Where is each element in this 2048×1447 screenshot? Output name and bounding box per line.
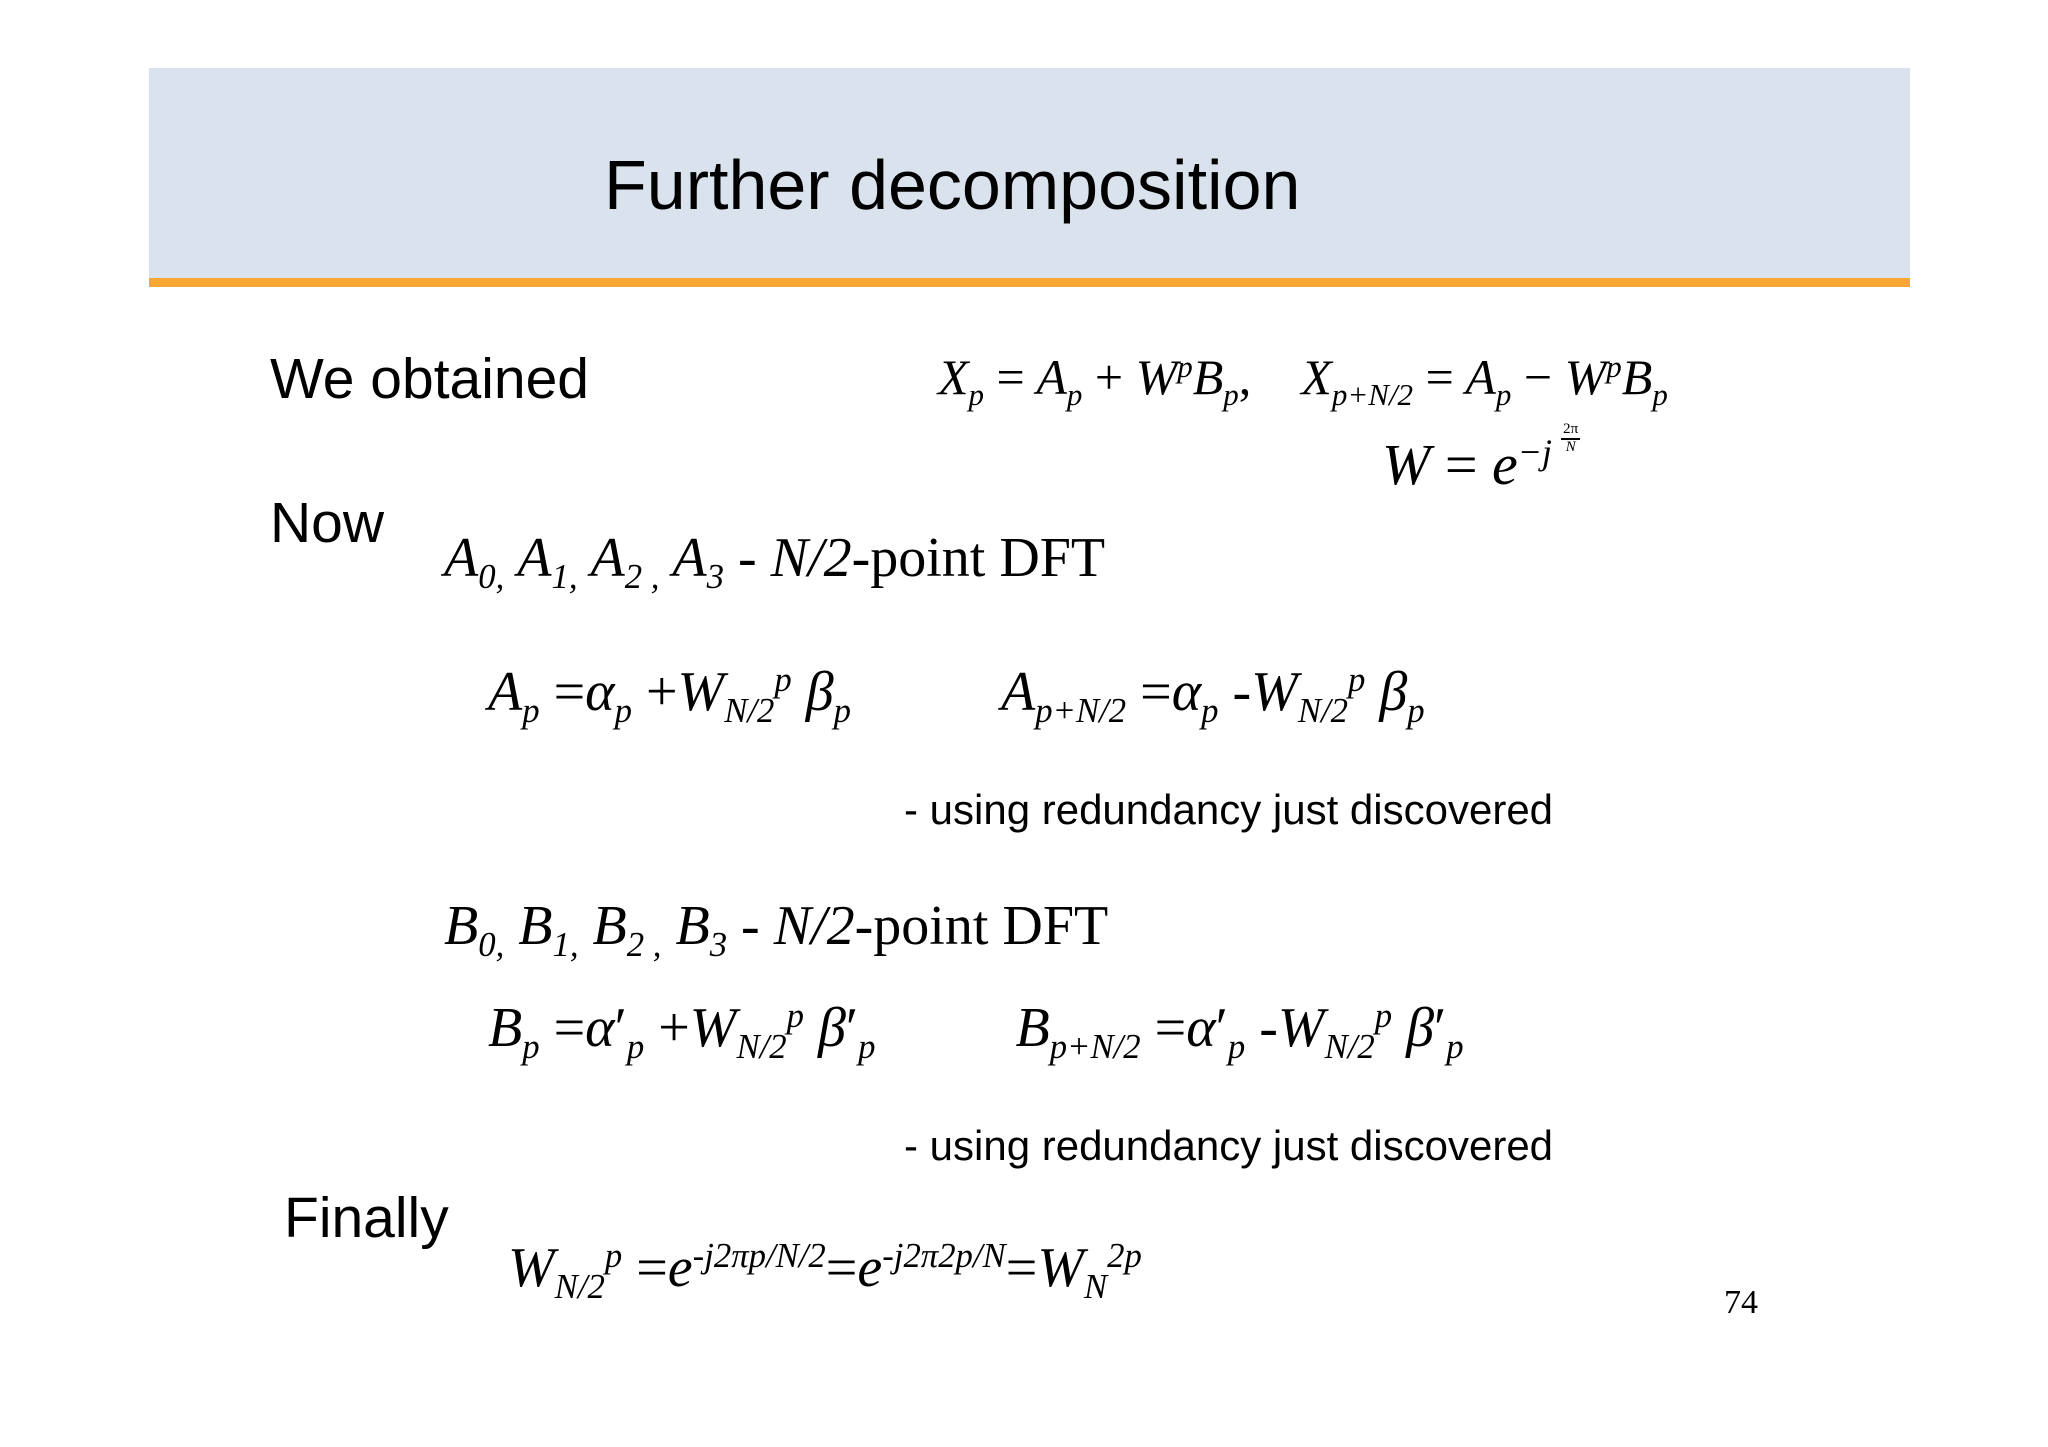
- title-band: [149, 68, 1910, 278]
- equation-x-relations: Xp = Ap + WpBp, Xp+N/2 = Ap − WpBp: [938, 348, 1668, 412]
- label-now: Now: [270, 491, 385, 555]
- note-redundancy-b: - using redundancy just discovered: [904, 1122, 1554, 1169]
- label-finally: Finally: [284, 1186, 449, 1250]
- page-number: 74: [1724, 1284, 1758, 1321]
- equation-final-identity: WN/2p =e-j2πp/N/2=e-j2π2p/N=WN2p: [508, 1235, 1142, 1307]
- title-underline: [149, 278, 1910, 287]
- note-redundancy-a: - using redundancy just discovered: [904, 786, 1554, 833]
- slide-title: Further decomposition: [604, 146, 1301, 224]
- label-we-obtained: We obtained: [270, 347, 590, 411]
- equation-a-list: A0, A1, A2 , A3 - N/2-point DFT: [444, 527, 1106, 597]
- equation-b-list: B0, B1, B2 , B3 - N/2-point DFT: [444, 895, 1109, 965]
